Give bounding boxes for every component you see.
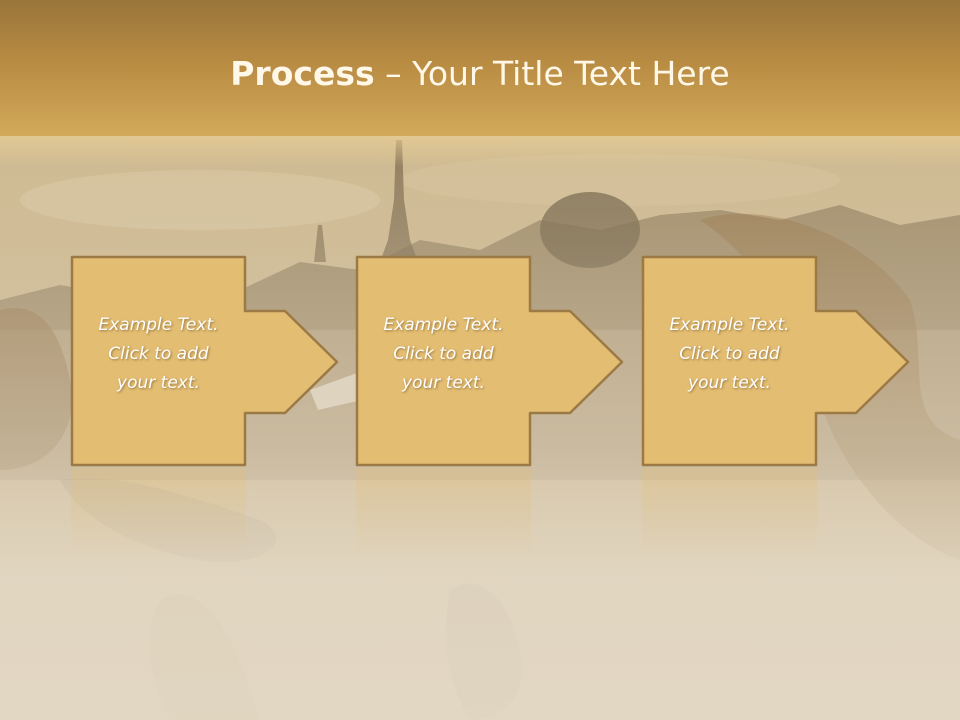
process-step-2[interactable]: Example Text. Click to add your text. [355,255,624,467]
process-step-3[interactable]: Example Text. Click to add your text. [641,255,910,467]
slide-title[interactable]: Process – Your Title Text Here [0,52,960,96]
step-2-box-arrow [355,255,624,467]
process-step-1[interactable]: Example Text. Click to add your text. [70,255,339,467]
step-2-reflection [356,468,531,558]
slide-title-bold: Process [230,54,375,93]
step-1-text: Example Text. Click to add your text. [98,315,219,393]
title-sub-band [0,136,960,166]
step-1-box-arrow [70,255,339,467]
step-2-text: Example Text. Click to add your text. [383,315,504,393]
step-3-reflection [642,468,817,558]
slide-title-rest: – Your Title Text Here [374,54,730,93]
title-band [0,0,960,136]
step-1-reflection [71,468,246,558]
step-3-box-arrow [641,255,910,467]
step-3-text: Example Text. Click to add your text. [669,315,790,393]
